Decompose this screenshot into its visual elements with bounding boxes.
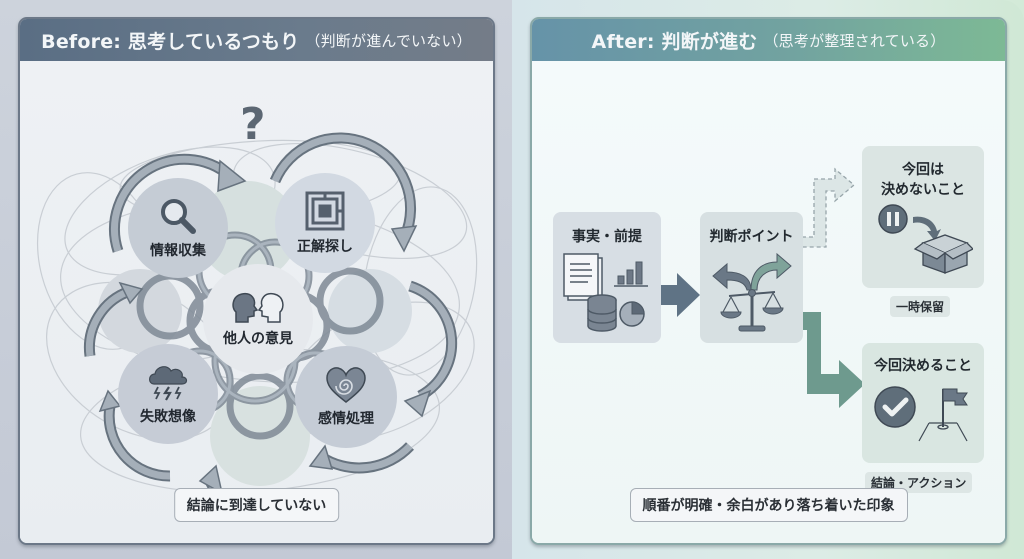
- card-label: 今回決めること: [874, 358, 972, 374]
- bubble-others-opinions: 他人の意見: [203, 264, 313, 374]
- bubble-imagining-failure: 失敗想像: [118, 344, 218, 444]
- card-decision-point: 判断ポイント: [700, 212, 803, 343]
- two-heads-icon: [232, 292, 284, 323]
- bubble-label: 正解探し: [297, 239, 353, 255]
- bubble-label: 感情処理: [318, 411, 374, 427]
- after-header: After: 判断が進む （思考が整理されている）: [532, 19, 1005, 61]
- question-mark-icon: ?: [240, 99, 266, 150]
- card-label-line1: 今回は: [902, 162, 944, 178]
- card-facts-premises: 事実・前提: [553, 212, 661, 343]
- bubble-label: 情報収集: [150, 243, 206, 259]
- documents-data-icon: [563, 253, 648, 332]
- bubble-information-gathering: 情報収集: [128, 178, 228, 278]
- after-title: After: 判断が進む: [591, 30, 758, 53]
- card-label: 事実・前提: [572, 229, 642, 245]
- before-panel: Before: 思考しているつもり （判断が進んでいない）: [18, 17, 495, 545]
- card-deciding: 今回決めること: [862, 343, 984, 463]
- before-subtitle: （判断が進んでいない）: [305, 31, 472, 50]
- scales-fork-icon: [711, 252, 792, 332]
- dashed-arrow-icon: [801, 167, 856, 248]
- bubble-label: 失敗想像: [140, 409, 196, 425]
- bubble-label: 他人の意見: [223, 331, 293, 347]
- card-label-line2: 決めないこと: [881, 182, 965, 199]
- tag-temporary-hold: 一時保留: [890, 296, 951, 317]
- green-arrow-icon: [802, 312, 865, 408]
- after-caption: 順番が明確・余白があり落ち着いた印象: [629, 488, 908, 522]
- before-header: Before: 思考しているつもり （判断が進んでいない）: [20, 19, 493, 61]
- pause-box-icon: [878, 203, 973, 274]
- tangled-lines-decoration: [36, 132, 478, 522]
- before-caption: 結論に到達していない: [173, 488, 340, 522]
- bubble-searching-answer: 正解探し: [275, 173, 375, 273]
- after-body: 事実・前提 判断ポイント: [532, 61, 1005, 543]
- search-icon: [161, 199, 196, 234]
- arrow-right-icon: [659, 273, 700, 317]
- tag-conclusion-action: 結論・アクション: [865, 472, 973, 493]
- before-body: ? 情報収集 正解探し: [20, 61, 493, 543]
- card-not-deciding: 今回は 決めないこと: [862, 146, 984, 288]
- after-panel: After: 判断が進む （思考が整理されている） 事実・前提: [530, 17, 1007, 545]
- before-title: Before: 思考しているつもり: [41, 30, 300, 53]
- maze-icon: [305, 191, 345, 231]
- spiral-heart-icon: [326, 367, 366, 403]
- bubble-emotional-processing: 感情処理: [295, 346, 397, 448]
- flow-arrows: [659, 167, 865, 408]
- storm-cloud-icon: [149, 366, 188, 401]
- check-flag-icon: [874, 386, 968, 442]
- after-subtitle: （思考が整理されている）: [763, 31, 946, 50]
- card-label: 判断ポイント: [709, 229, 794, 245]
